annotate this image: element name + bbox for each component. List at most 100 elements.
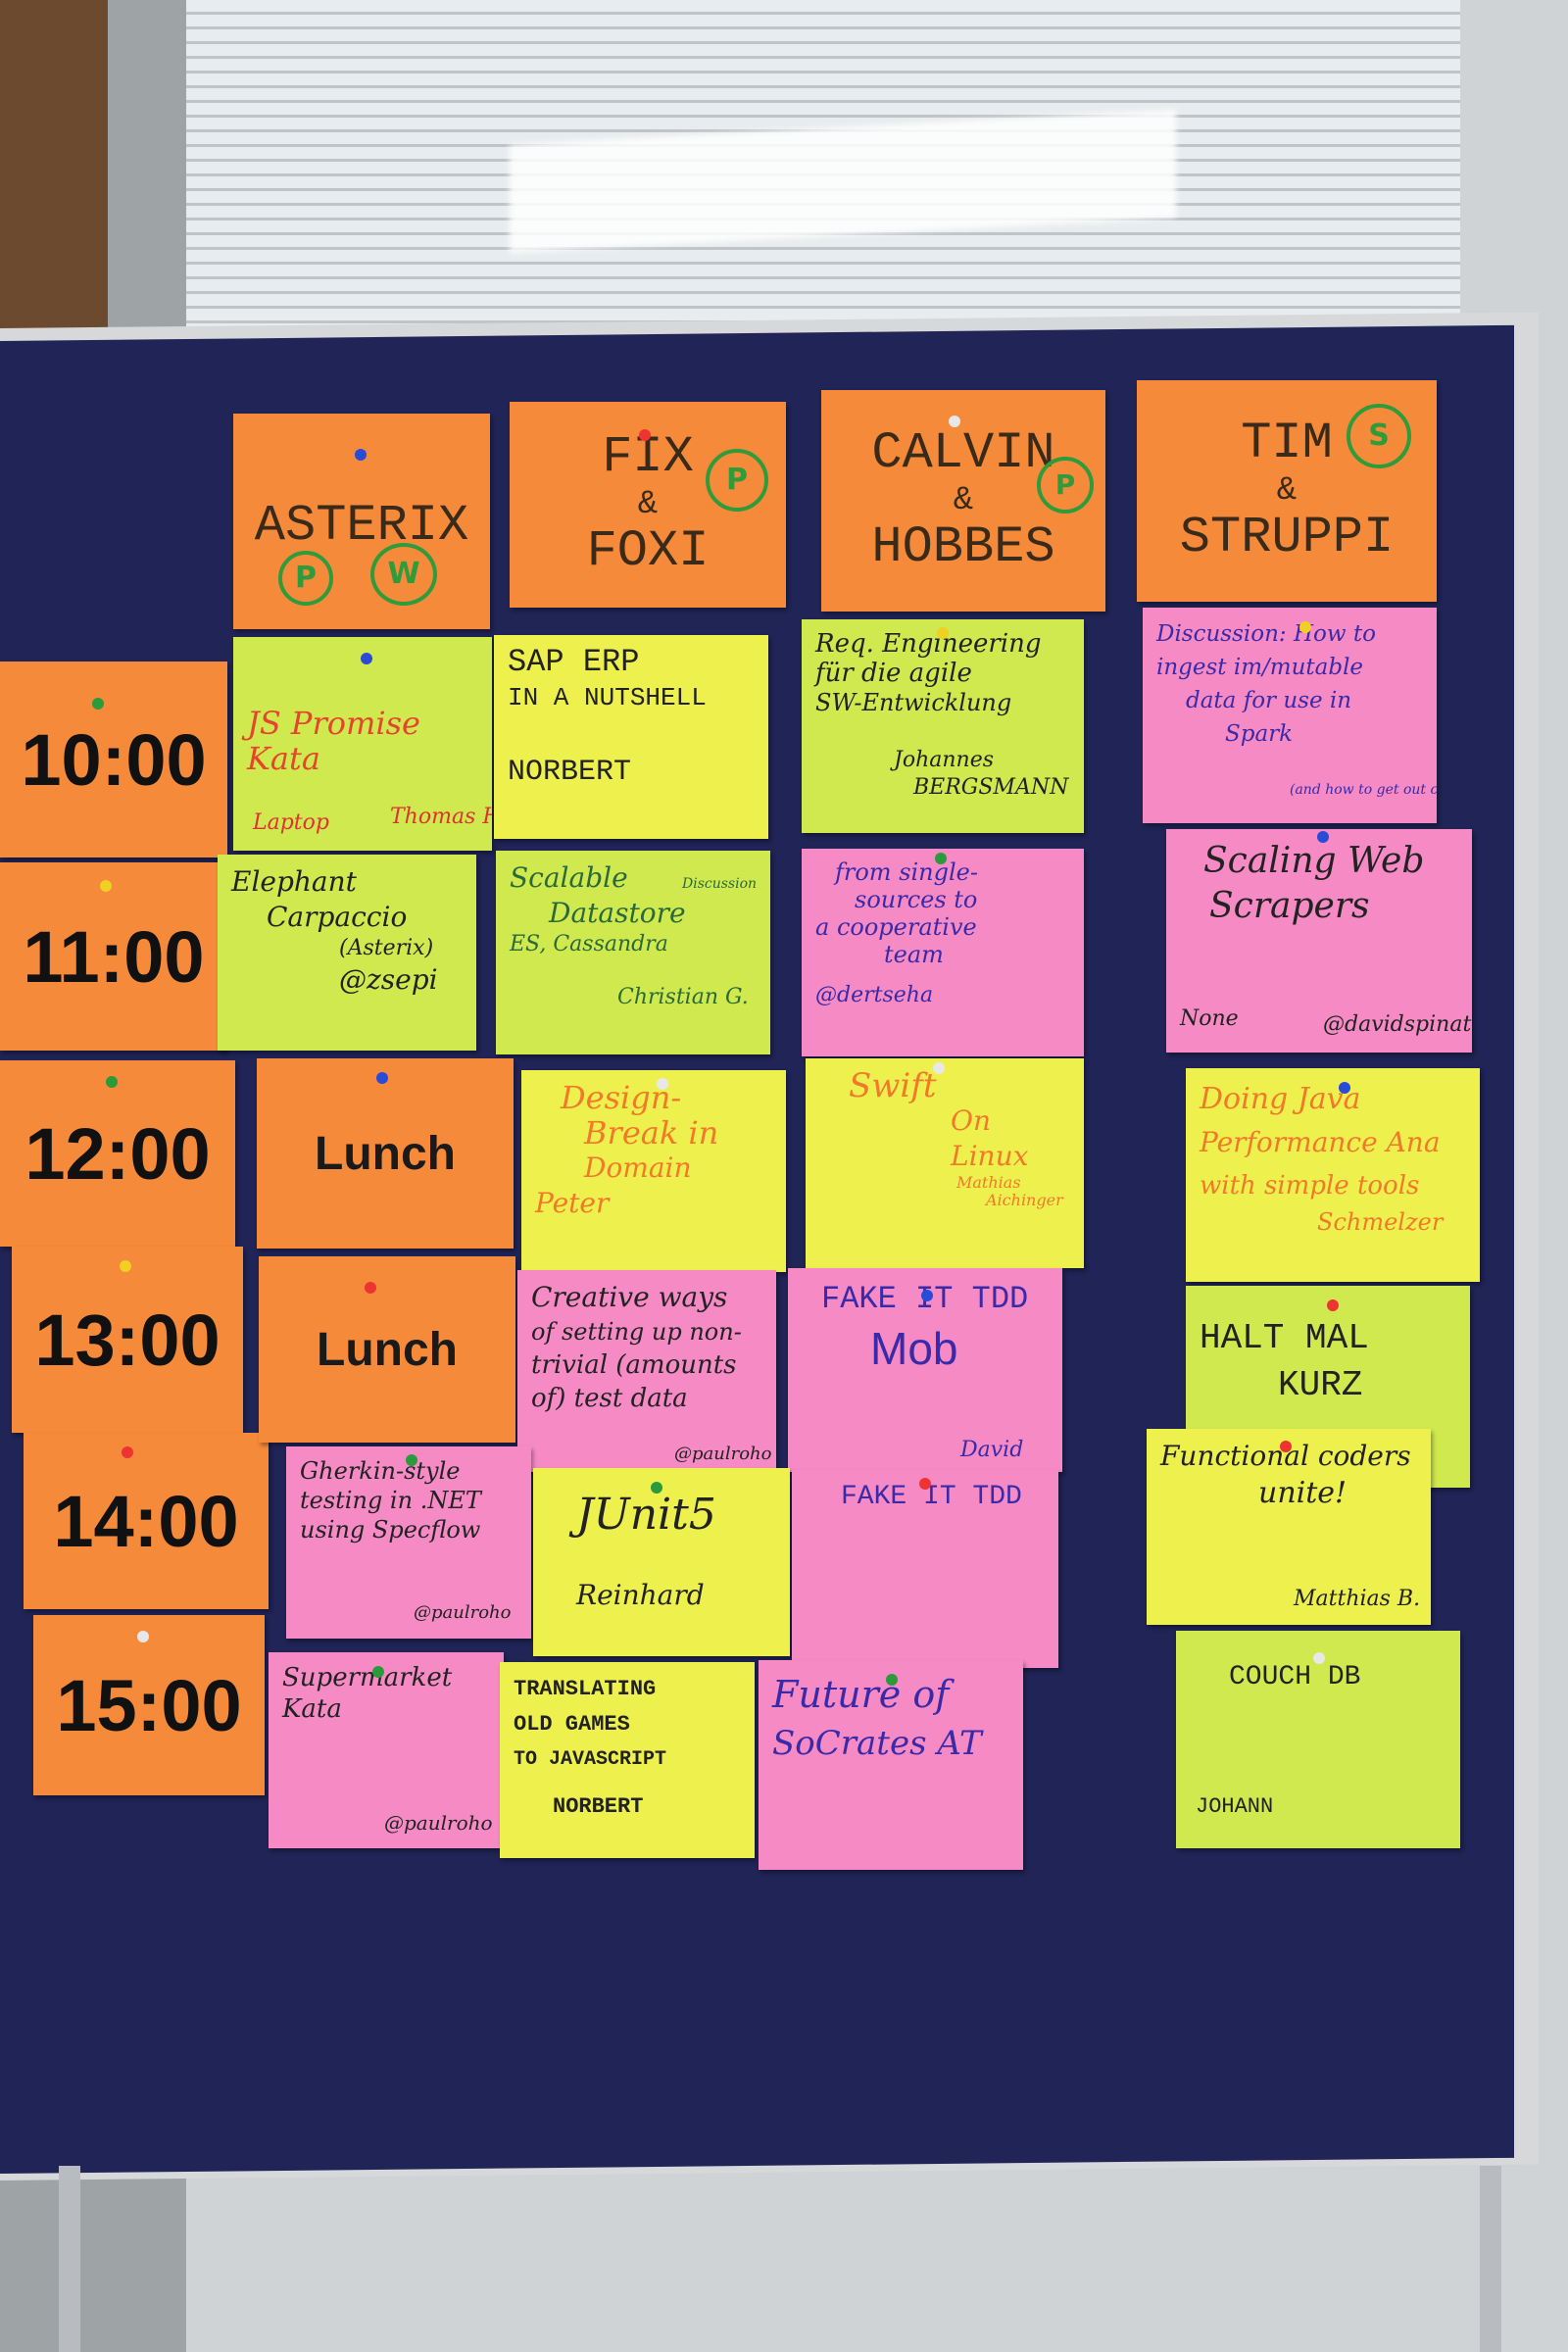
session-title: ingest im/mutable	[1156, 655, 1364, 680]
session-title: Datastore	[549, 897, 686, 929]
pushpin	[935, 853, 947, 864]
session-title: JUnit5	[576, 1490, 716, 1540]
session-future-of-socrates: Future of SoCrates AT	[759, 1660, 1023, 1870]
session-host: @paulroho	[414, 1602, 512, 1623]
session-title: Swift	[849, 1066, 937, 1105]
pushpin	[120, 1260, 131, 1272]
pushpin	[919, 1478, 931, 1490]
session-title: für die agile	[815, 659, 972, 688]
session-host: @zsepi	[339, 963, 438, 996]
room-header-calvin-hobbes: CALVIN & HOBBES P	[821, 390, 1105, 612]
session-note: (and how to get out changes)	[1290, 782, 1437, 798]
session-title: ES, Cassandra	[510, 932, 668, 956]
session-title: Performance Ana	[1200, 1126, 1441, 1158]
session-java-performance: Doing Java Performance Ana with simple t…	[1186, 1068, 1480, 1282]
room-name-line1: CALVIN	[871, 424, 1055, 482]
session-title: of) test data	[531, 1384, 688, 1413]
session-title: Scalable	[510, 861, 628, 894]
wifi-badge: W	[370, 543, 437, 606]
session-elephant-carpaccio: Elephant Carpaccio (Asterix) @zsepi	[218, 855, 476, 1051]
pushpin	[100, 880, 112, 892]
session-title: data for use in	[1186, 688, 1352, 713]
session-title: Req. Engineering	[815, 629, 1042, 659]
session-host: BERGSMANN	[913, 775, 1069, 800]
room-name-line3: FOXI	[586, 522, 710, 580]
session-spark-discussion: Discussion: How to ingest im/mutable dat…	[1143, 608, 1437, 823]
room-name-line3: HOBBES	[871, 518, 1055, 576]
board-leg-right	[1480, 2166, 1501, 2352]
session-title: SW-Entwicklung	[815, 689, 1012, 716]
pushpin	[372, 1666, 384, 1678]
pushpin	[1280, 1441, 1292, 1452]
session-title: Scrapers	[1209, 886, 1370, 926]
session-host: @dertseha	[815, 983, 934, 1007]
parking-badge: P	[278, 551, 333, 606]
session-title: SAP ERP	[508, 644, 640, 680]
session-couchdb: COUCH DB JOHANN	[1176, 1631, 1460, 1848]
parking-badge: P	[706, 449, 768, 512]
session-title: Domain	[584, 1152, 692, 1184]
session-title: Scaling Web	[1203, 841, 1425, 881]
time-slot-1000: 10:00	[0, 662, 227, 858]
session-sap-erp: SAP ERP IN A NUTSHELL NORBERT	[494, 635, 768, 839]
session-title: Supermarket	[282, 1663, 453, 1692]
session-js-promise-kata: JS Promise Kata Laptop Thomas H.	[233, 637, 492, 851]
speaker-badge: S	[1347, 404, 1411, 468]
session-title: Future of	[772, 1673, 950, 1716]
session-title: KURZ	[1278, 1365, 1363, 1405]
pushpin	[355, 449, 367, 461]
room-name-line3: STRUPPI	[1179, 509, 1395, 566]
pushpin	[1339, 1082, 1350, 1094]
session-host: Peter	[535, 1187, 610, 1219]
session-host: Reinhard	[576, 1579, 705, 1611]
session-title: a cooperative	[815, 913, 977, 941]
time-slot-1500: 15:00	[33, 1615, 265, 1795]
pushpin	[639, 429, 651, 441]
pushpin	[1313, 1652, 1325, 1664]
session-host: Johannes	[894, 748, 994, 772]
session-format: Discussion	[682, 876, 758, 892]
pushpin	[657, 1078, 668, 1090]
lunch-break-1200: Lunch	[257, 1058, 514, 1249]
session-title: FAKE IT TDD	[821, 1281, 1029, 1317]
session-gherkin-specflow: Gherkin-style testing in .NET using Spec…	[286, 1446, 531, 1639]
session-design-break-in-domain: Design- Break in Domain Peter	[521, 1070, 786, 1272]
room-header-tim-struppi: TIM & STRUPPI S	[1137, 380, 1437, 602]
session-host: @paulroho	[384, 1811, 493, 1835]
session-host: Thomas H.	[390, 805, 492, 829]
session-host: @paulroho	[674, 1444, 772, 1464]
session-supermarket-kata: Supermarket Kata @paulroho	[269, 1652, 504, 1848]
session-title: Carpaccio	[267, 901, 408, 933]
session-swift-on-linux: Swift On Linux Mathias Aichinger	[806, 1058, 1084, 1268]
session-fake-it-tdd-mob: FAKE IT TDD Mob David	[788, 1268, 1062, 1472]
pushpin	[949, 416, 960, 427]
session-host: Schmelzer	[1317, 1208, 1444, 1236]
session-title: FAKE IT TDD	[841, 1482, 1022, 1512]
pushpin	[106, 1076, 118, 1088]
session-creative-test-data: Creative ways of setting up non- trivial…	[517, 1270, 776, 1472]
session-room: (Asterix)	[339, 936, 434, 960]
session-req-engineering: Req. Engineering für die agile SW-Entwic…	[802, 619, 1084, 833]
pushpin	[1327, 1299, 1339, 1311]
pushpin	[137, 1631, 149, 1642]
session-host: Mathias	[956, 1173, 1021, 1192]
session-format: Mob	[870, 1323, 958, 1374]
session-host: Christian G.	[617, 985, 749, 1009]
pushpin	[376, 1072, 388, 1084]
session-title: of setting up non-	[531, 1318, 742, 1346]
session-host: Matthias B.	[1294, 1587, 1421, 1611]
session-requirement: None	[1180, 1006, 1239, 1031]
session-title: trivial (amounts	[531, 1350, 737, 1380]
session-title: Kata	[247, 740, 320, 777]
time-slot-1200: 12:00	[0, 1060, 235, 1247]
session-scalable-datastore: Scalable Discussion Datastore ES, Cassan…	[496, 851, 770, 1054]
room-name-line2: &	[1276, 472, 1298, 510]
session-title: Gherkin-style	[300, 1457, 461, 1485]
room-header-asterix: ASTERIX P W	[233, 414, 490, 629]
session-title: Linux	[951, 1140, 1029, 1172]
pushpin	[933, 1062, 945, 1074]
session-host: JOHANN	[1196, 1794, 1274, 1819]
session-single-sources: from single- sources to a cooperative te…	[802, 849, 1084, 1056]
session-title: TRANSLATING	[514, 1677, 657, 1701]
time-slot-1400: 14:00	[24, 1433, 269, 1609]
